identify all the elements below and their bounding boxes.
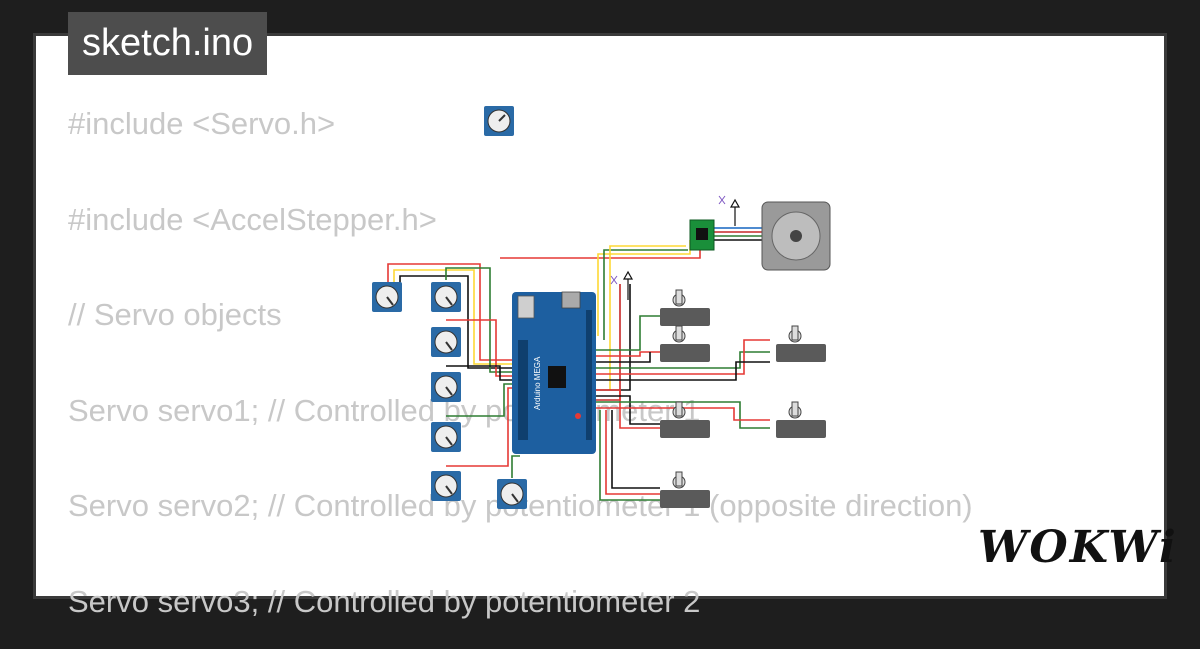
wokwi-logo: WOKWi (978, 522, 1178, 573)
potentiometer[interactable] (431, 372, 461, 402)
potentiometer[interactable] (431, 422, 461, 452)
potentiometer[interactable] (484, 106, 514, 136)
servo-motor[interactable] (776, 326, 826, 362)
potentiometer[interactable] (372, 282, 402, 312)
potentiometer[interactable] (431, 471, 461, 501)
servo-motor[interactable] (660, 290, 710, 326)
stepper-motor[interactable] (762, 202, 830, 270)
arduino-mega-board[interactable]: Arduino MEGA (512, 292, 596, 454)
servo-motor[interactable] (660, 472, 710, 508)
potentiometer[interactable] (431, 327, 461, 357)
servo-motor[interactable] (776, 402, 826, 438)
board-label: Arduino MEGA (533, 356, 542, 410)
potentiometer[interactable] (431, 282, 461, 312)
stepper-driver[interactable] (690, 220, 714, 250)
servo-motor[interactable] (660, 326, 710, 362)
potentiometer[interactable] (497, 479, 527, 509)
file-tab[interactable]: sketch.ino (68, 12, 267, 75)
